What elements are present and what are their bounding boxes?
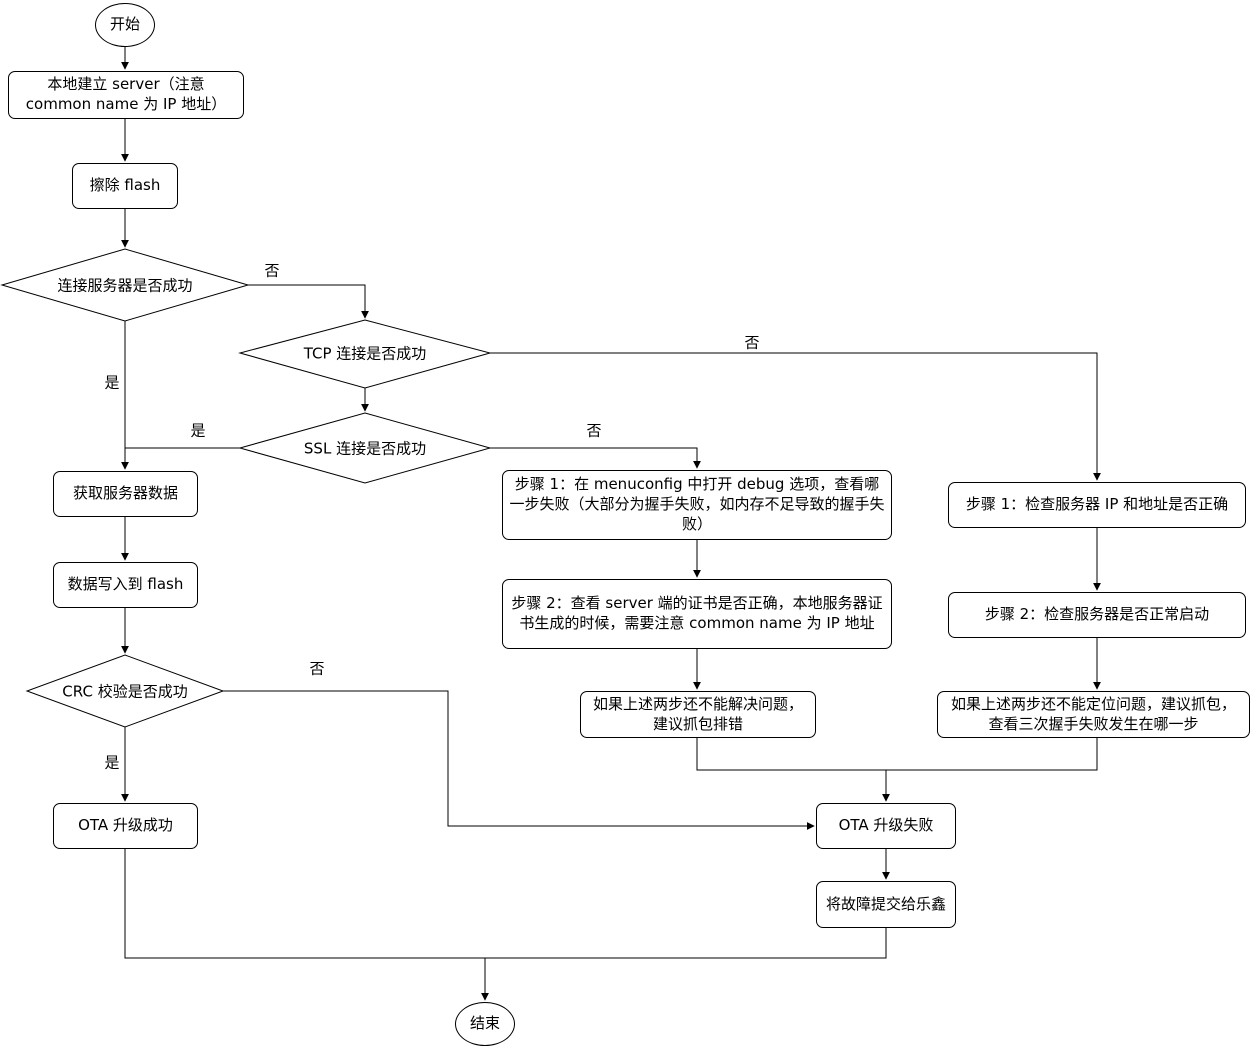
node-end: 结束 bbox=[455, 1002, 515, 1046]
edge-connect-no-to-tcp-decision bbox=[248, 284, 369, 319]
crc-check-decision-shape bbox=[25, 654, 225, 728]
node-ssl-step1: 步骤 1：在 menuconfig 中打开 debug 选项，查看哪一步失败（大… bbox=[502, 470, 892, 540]
node-ssl-step2: 步骤 2：查看 server 端的证书是否正确，本地服务器证书生成的时候，需要注… bbox=[502, 579, 892, 649]
node-tcp-step3: 如果上述两步还不能定位问题，建议抓包，查看三次握手失败发生在哪一步 bbox=[937, 691, 1250, 738]
node-connect-server-decision: 连接服务器是否成功 bbox=[57, 276, 193, 295]
edge-label-tcp-no: 否 bbox=[742, 331, 762, 353]
node-get-data: 获取服务器数据 bbox=[53, 471, 198, 517]
ssl-connect-decision-shape bbox=[238, 412, 492, 484]
node-write-flash: 数据写入到 flash bbox=[53, 562, 198, 608]
node-erase-flash: 擦除 flash bbox=[72, 163, 178, 209]
edge-label-connect-no: 否 bbox=[262, 259, 282, 281]
tcp-connect-decision-shape bbox=[238, 319, 492, 389]
node-ssl-step3: 如果上述两步还不能解决问题，建议抓包排错 bbox=[580, 691, 816, 738]
node-crc-check-decision: CRC 校验是否成功 bbox=[62, 682, 188, 701]
edge-label-crc-yes: 是 bbox=[102, 751, 122, 773]
node-tcp-step2: 步骤 2：检查服务器是否正常启动 bbox=[948, 592, 1246, 638]
edge-label-connect-yes: 是 bbox=[102, 371, 122, 393]
edge-label-crc-no: 否 bbox=[307, 657, 327, 679]
edge-ota-success-to-end bbox=[124, 848, 489, 1001]
edge-tcp-no-to-tcp-step1 bbox=[490, 352, 1101, 481]
node-start: 开始 bbox=[95, 3, 155, 47]
node-ssl-connect-decision: SSL 连接是否成功 bbox=[303, 439, 427, 458]
connect-server-decision-shape bbox=[0, 248, 250, 322]
edge-submit-to-end-merge bbox=[485, 928, 887, 959]
node-tcp-connect-decision: TCP 连接是否成功 bbox=[303, 344, 427, 363]
node-tcp-step1: 步骤 1：检查服务器 IP 和地址是否正确 bbox=[948, 482, 1246, 528]
edge-ssl-step3-to-junction bbox=[696, 738, 886, 771]
edge-crc-no-to-ota-fail bbox=[223, 690, 815, 830]
edge-ssl-no-to-ssl-step1 bbox=[490, 447, 701, 469]
edge-label-ssl-no: 否 bbox=[584, 419, 604, 441]
node-submit-espressif: 将故障提交给乐鑫 bbox=[816, 881, 956, 928]
node-ota-fail: OTA 升级失败 bbox=[816, 803, 956, 849]
edge-label-ssl-yes: 是 bbox=[188, 419, 208, 441]
node-ota-success: OTA 升级成功 bbox=[53, 803, 198, 849]
edge-tcp-step3-to-ota-fail bbox=[882, 738, 1098, 802]
node-build-server: 本地建立 server（注意 common name 为 IP 地址） bbox=[8, 71, 244, 119]
